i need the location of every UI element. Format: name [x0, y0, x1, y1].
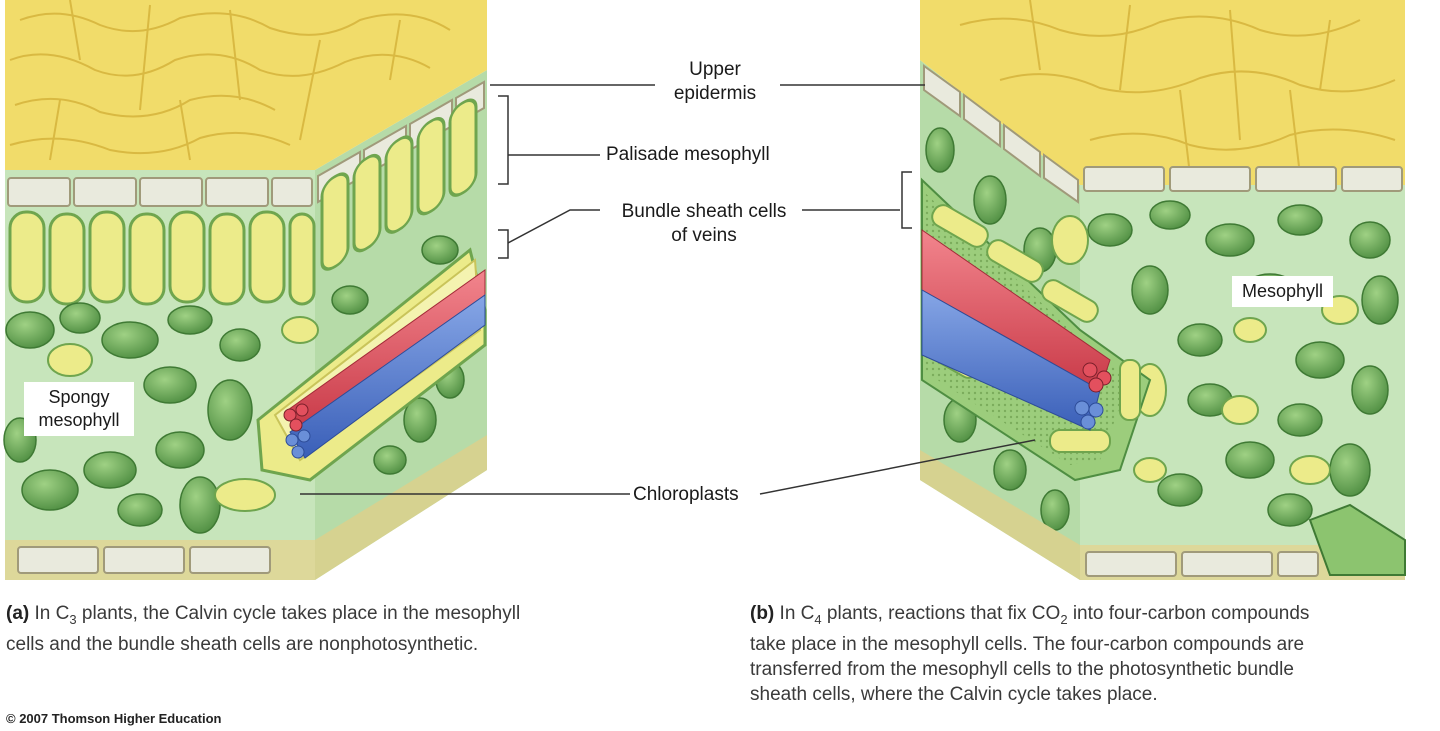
label-upper-epidermis-line2: epidermis: [673, 83, 757, 104]
caption-c4-sub2: 2: [1060, 611, 1068, 627]
caption-c4-mid: plants, reactions that fix CO: [821, 603, 1061, 624]
caption-c3-rest: plants, the Calvin cycle takes place in …: [76, 603, 521, 624]
caption-c3-line1: (a) In C3 plants, the Calvin cycle takes…: [6, 601, 646, 632]
caption-c4-tag: (b): [750, 603, 775, 624]
label-spongy-line1: Spongy: [48, 387, 110, 407]
caption-c4-line3: transferred from the mesophyll cells to …: [750, 658, 1294, 680]
caption-c4-sub: 4: [814, 611, 822, 627]
label-bundle-sheath-line2: of veins: [671, 225, 737, 246]
caption-c3-tag: (a): [6, 603, 30, 624]
label-spongy-line2: mesophyll: [38, 410, 120, 430]
caption-c4-line4: sheath cells, where the Calvin cycle tak…: [750, 683, 1158, 705]
caption-c4-pre: In C: [779, 603, 815, 624]
caption-c3-line2: cells and the bundle sheath cells are no…: [6, 633, 479, 655]
caption-c3-sub: 3: [69, 611, 77, 627]
caption-c3-pre: In C: [34, 603, 70, 624]
caption-c3: (a) In C3 plants, the Calvin cycle takes…: [6, 601, 646, 657]
label-chloroplasts: Chloroplasts: [633, 484, 739, 505]
label-upper-epidermis: Upper epidermis: [660, 58, 770, 106]
label-upper-epidermis-line1: Upper: [689, 59, 741, 80]
c3-leaf-block: [3, 0, 487, 580]
c4-leaf-block: [920, 0, 1406, 580]
leader-lines: [300, 84, 1036, 495]
caption-c4-line2: take place in the mesophyll cells. The f…: [750, 633, 1305, 655]
caption-c4-line1: (b) In C4 plants, reactions that fix CO2…: [750, 601, 1440, 632]
caption-c4-rest: into four-carbon compounds: [1067, 603, 1310, 624]
copyright-text: © 2007 Thomson Higher Education: [6, 711, 222, 726]
label-mesophyll: Mesophyll: [1232, 276, 1334, 307]
label-spongy-mesophyll: Spongy mesophyll: [24, 382, 134, 436]
label-palisade-mesophyll: Palisade mesophyll: [606, 144, 770, 165]
caption-c4: (b) In C4 plants, reactions that fix CO2…: [750, 601, 1440, 707]
label-bundle-sheath-line1: Bundle sheath cells: [621, 201, 787, 222]
label-bundle-sheath-cells: Bundle sheath cells of veins: [606, 200, 802, 248]
